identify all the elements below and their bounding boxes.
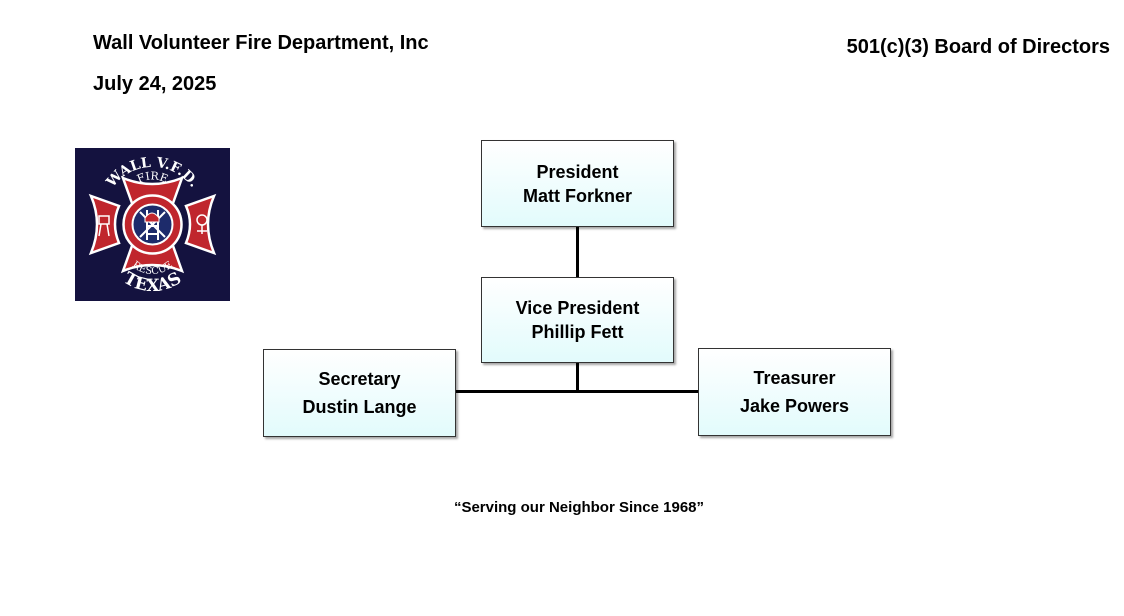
secretary-name: Dustin Lange xyxy=(302,397,417,417)
connector-vp-branch xyxy=(576,363,579,392)
president-box: President Matt Forkner xyxy=(481,140,674,227)
connector-president-vp xyxy=(576,227,579,277)
treasurer-box: Treasurer Jake Powers xyxy=(698,348,891,436)
wall-vfd-logo: WALL V.F.D. FIRE RESCUE TEXAS xyxy=(75,148,230,301)
treasurer-name: Jake Powers xyxy=(739,396,850,416)
treasurer-role: Treasurer xyxy=(753,368,836,388)
water-tower-icon xyxy=(98,215,110,237)
cotton-icon xyxy=(196,214,208,234)
organization-name: Wall Volunteer Fire Department, Inc xyxy=(93,32,429,54)
connector-branch-horizontal xyxy=(456,390,698,393)
fire-helmet-icon xyxy=(144,212,160,223)
vice-president-role: Vice President xyxy=(515,298,640,318)
secretary-box: Secretary Dustin Lange xyxy=(263,349,456,437)
vice-president-box: Vice President Phillip Fett xyxy=(481,277,674,363)
president-role: President xyxy=(536,161,619,182)
document-date: July 24, 2025 xyxy=(93,73,217,95)
logo-rescue-text: RESCUE xyxy=(130,260,175,278)
president-name: Matt Forkner xyxy=(522,185,632,206)
vice-president-name: Phillip Fett xyxy=(531,322,624,342)
secretary-role: Secretary xyxy=(318,369,401,389)
board-title: 501(c)(3) Board of Directors xyxy=(846,36,1110,58)
tagline: “Serving our Neighbor Since 1968” xyxy=(453,499,705,516)
